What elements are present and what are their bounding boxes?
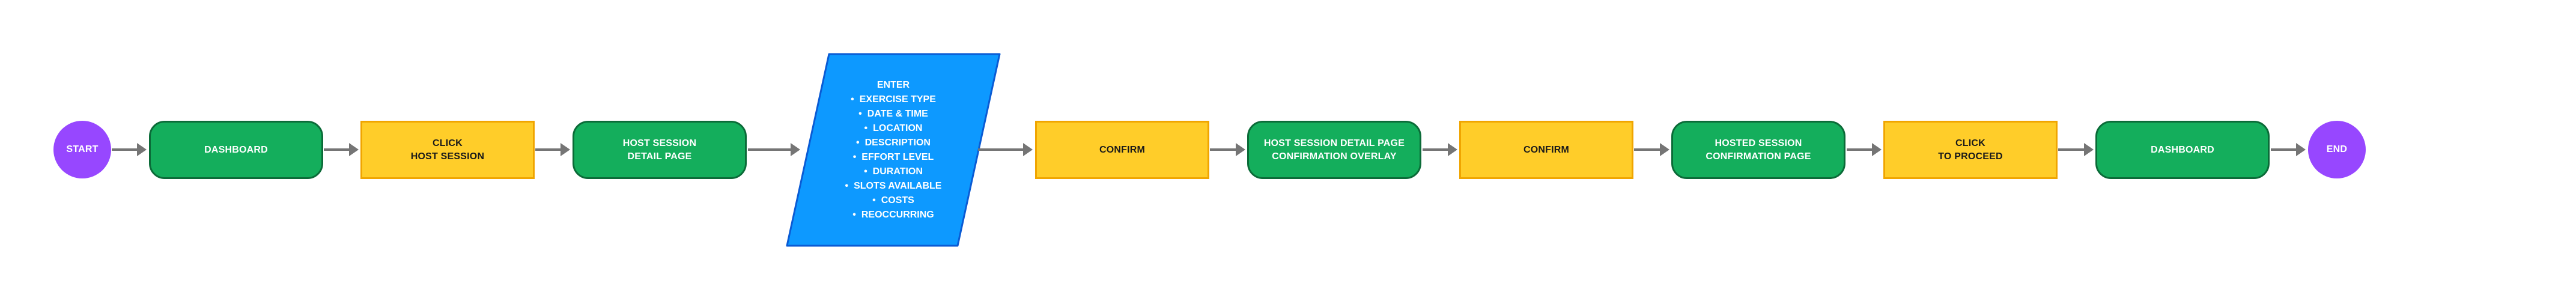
confirm-label: CONFIRM bbox=[1099, 144, 1146, 155]
enter-heading: ENTER bbox=[876, 80, 910, 90]
enter-details-input-node: ENTER EXERCISE TYPE DATE & TIME LOCATION… bbox=[786, 53, 1001, 247]
dashboard-label: DASHBOARD bbox=[2151, 144, 2214, 155]
screen-line-1: HOST SESSION bbox=[622, 138, 697, 148]
screen-line-2: CONFIRMATION OVERLAY bbox=[1272, 151, 1397, 162]
start-node: START bbox=[53, 121, 111, 178]
action-line-2: HOST SESSION bbox=[410, 151, 485, 162]
action-line-1: CLICK bbox=[1955, 138, 1985, 148]
field-item: EXERCISE TYPE bbox=[822, 93, 965, 107]
screen-line-1: HOSTED SESSION bbox=[1715, 138, 1802, 148]
screen-line-1: HOST SESSION DETAIL PAGE bbox=[1263, 138, 1405, 148]
connector-arrow bbox=[2058, 143, 2094, 156]
click-host-session-action-node: CLICK HOST SESSION bbox=[360, 121, 535, 179]
connector-arrow bbox=[2271, 143, 2306, 156]
start-label: START bbox=[66, 144, 99, 154]
hosted-session-confirmation-screen-node: HOSTED SESSION CONFIRMATION PAGE bbox=[1671, 121, 1845, 179]
field-item: SLOTS AVAILABLE bbox=[822, 179, 965, 193]
connector-arrow bbox=[1847, 143, 1882, 156]
connector-arrow bbox=[324, 143, 359, 156]
field-item: DESCRIPTION bbox=[822, 136, 965, 150]
enter-fields-list: EXERCISE TYPE DATE & TIME LOCATION DESCR… bbox=[822, 93, 965, 222]
connector-arrow bbox=[978, 143, 1033, 156]
field-item: REOCCURRING bbox=[822, 208, 965, 222]
dashboard-screen-node: DASHBOARD bbox=[2095, 121, 2270, 179]
enter-details-text: ENTER EXERCISE TYPE DATE & TIME LOCATION… bbox=[822, 78, 965, 222]
connector-arrow bbox=[1210, 143, 1245, 156]
connector-arrow bbox=[748, 143, 800, 156]
action-line-1: CLICK bbox=[433, 138, 463, 148]
confirm-label: CONFIRM bbox=[1523, 144, 1570, 155]
field-item: LOCATION bbox=[822, 121, 965, 136]
click-to-proceed-action-node: CLICK TO PROCEED bbox=[1883, 121, 2058, 179]
connector-arrow bbox=[112, 143, 147, 156]
field-item: EFFORT LEVEL bbox=[822, 150, 965, 165]
screen-line-2: DETAIL PAGE bbox=[627, 151, 692, 162]
screen-line-2: CONFIRMATION PAGE bbox=[1706, 151, 1811, 162]
end-node: END bbox=[2308, 121, 2366, 178]
host-session-detail-screen-node: HOST SESSION DETAIL PAGE bbox=[573, 121, 747, 179]
field-item: DURATION bbox=[822, 165, 965, 179]
confirm-action-node: CONFIRM bbox=[1035, 121, 1209, 179]
connector-arrow bbox=[535, 143, 570, 156]
dashboard-screen-node: DASHBOARD bbox=[149, 121, 323, 179]
confirmation-overlay-screen-node: HOST SESSION DETAIL PAGE CONFIRMATION OV… bbox=[1247, 121, 1421, 179]
action-line-2: TO PROCEED bbox=[1938, 151, 2003, 162]
field-item: COSTS bbox=[822, 193, 965, 208]
end-label: END bbox=[2326, 144, 2348, 154]
connector-arrow bbox=[1634, 143, 1669, 156]
connector-arrow bbox=[1423, 143, 1457, 156]
confirm-action-node: CONFIRM bbox=[1459, 121, 1633, 179]
field-item: DATE & TIME bbox=[822, 107, 965, 121]
dashboard-label: DASHBOARD bbox=[204, 144, 268, 155]
